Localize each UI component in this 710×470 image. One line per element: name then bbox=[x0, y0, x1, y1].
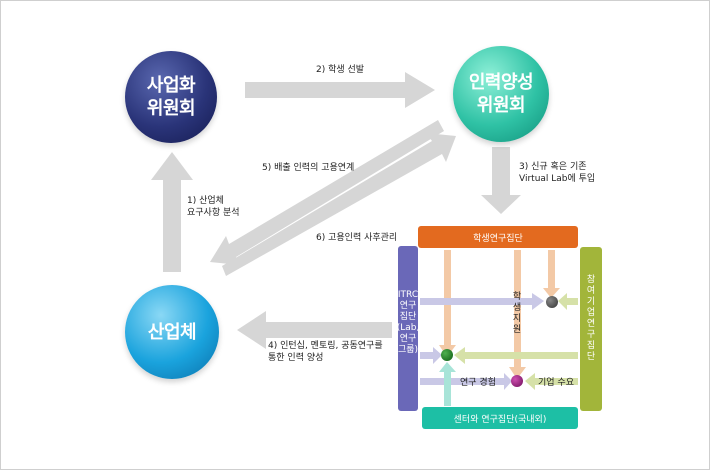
edge-label-4-line2: 통한 인력 양성 bbox=[268, 353, 324, 363]
hr-committee-line1: 인력양성 bbox=[468, 72, 534, 93]
arrow-3 bbox=[481, 147, 521, 214]
itrc-line: 집단 bbox=[399, 312, 417, 322]
arrow-6 bbox=[222, 133, 456, 276]
support-char: 학 bbox=[512, 292, 522, 302]
business-committee-line2: 위원회 bbox=[146, 98, 196, 119]
edge-label-3-line2: Virtual Lab에 투입 bbox=[519, 174, 596, 184]
support-char: 지 bbox=[512, 314, 522, 324]
edge-label-1-line2: 요구사항 분석 bbox=[187, 208, 240, 218]
partner-char: 여 bbox=[586, 286, 596, 296]
center-research-group-label: 센터와 연구집단(국내외) bbox=[453, 414, 547, 425]
business-committee-line1: 사업화 bbox=[146, 75, 196, 96]
hr-committee-node: 인력양성 위원회 bbox=[453, 46, 549, 142]
corporate-demand-label: 기업 수요 bbox=[538, 378, 574, 388]
research-experience-label: 연구 경험 bbox=[460, 378, 496, 388]
edge-label-5: 5) 배출 인력의 고용연계 bbox=[262, 163, 355, 173]
edge-label-3: 3) 신규 혹은 기존 Virtual Lab에 투입 bbox=[519, 161, 595, 185]
node-dot-green bbox=[441, 349, 453, 361]
edge-label-3-line1: 3) 신규 혹은 기존 bbox=[519, 162, 587, 172]
edge-label-1-line1: 1) 산업체 bbox=[187, 196, 224, 206]
arrow-4 bbox=[237, 311, 392, 349]
itrc-line: ITRC bbox=[397, 290, 419, 300]
itrc-research-group-label: ITRC 연구 집단 (Lab, 연구 그룹) bbox=[396, 290, 420, 356]
itrc-line: (Lab, bbox=[396, 323, 420, 333]
itrc-line: 연구 bbox=[399, 301, 417, 311]
partner-char: 연 bbox=[586, 319, 596, 329]
edge-label-4: 4) 인턴십, 멘토링, 공동연구를 통한 인력 양성 bbox=[268, 340, 383, 364]
partner-company-research-bar bbox=[580, 247, 602, 411]
edge-label-6: 6) 고용인력 사후관리 bbox=[316, 233, 398, 243]
arrow-1 bbox=[151, 152, 193, 272]
edge-label-2: 2) 학생 선발 bbox=[316, 65, 365, 75]
itrc-line: 연구 bbox=[399, 334, 417, 344]
business-committee-node: 사업화 위원회 bbox=[125, 51, 217, 143]
arrow-2 bbox=[245, 72, 435, 108]
matrix-arrows bbox=[420, 250, 578, 406]
support-char: 원 bbox=[512, 325, 522, 335]
itrc-line: 그룹) bbox=[397, 345, 419, 355]
industry-label: 산업체 bbox=[147, 321, 197, 343]
itrc-research-group-bar bbox=[398, 246, 418, 411]
edge-label-4-line1: 4) 인턴십, 멘토링, 공동연구를 bbox=[268, 341, 383, 351]
arrow-5 bbox=[210, 120, 444, 265]
partner-char: 단 bbox=[586, 352, 596, 362]
hr-committee-line2: 위원회 bbox=[476, 95, 526, 116]
student-research-group-label: 학생연구집단 bbox=[473, 233, 523, 244]
node-dot-gray bbox=[546, 296, 558, 308]
partner-char: 기 bbox=[586, 297, 596, 307]
partner-char: 참 bbox=[586, 275, 596, 285]
partner-char: 구 bbox=[586, 330, 596, 340]
student-support-label: 학 생 지 원 bbox=[511, 292, 523, 336]
student-research-group-bar: 학생연구집단 bbox=[418, 226, 578, 248]
industry-node: 산업체 bbox=[125, 285, 219, 379]
partner-char: 업 bbox=[586, 308, 596, 318]
edge-label-1: 1) 산업체 요구사항 분석 bbox=[187, 195, 240, 219]
partner-company-research-label: 참 여 기 업 연 구 집 단 bbox=[583, 275, 599, 363]
center-research-group-bar: 센터와 연구집단(국내외) bbox=[422, 407, 578, 429]
support-char: 생 bbox=[512, 303, 522, 313]
partner-char: 집 bbox=[586, 341, 596, 351]
node-dot-purple bbox=[511, 375, 523, 387]
